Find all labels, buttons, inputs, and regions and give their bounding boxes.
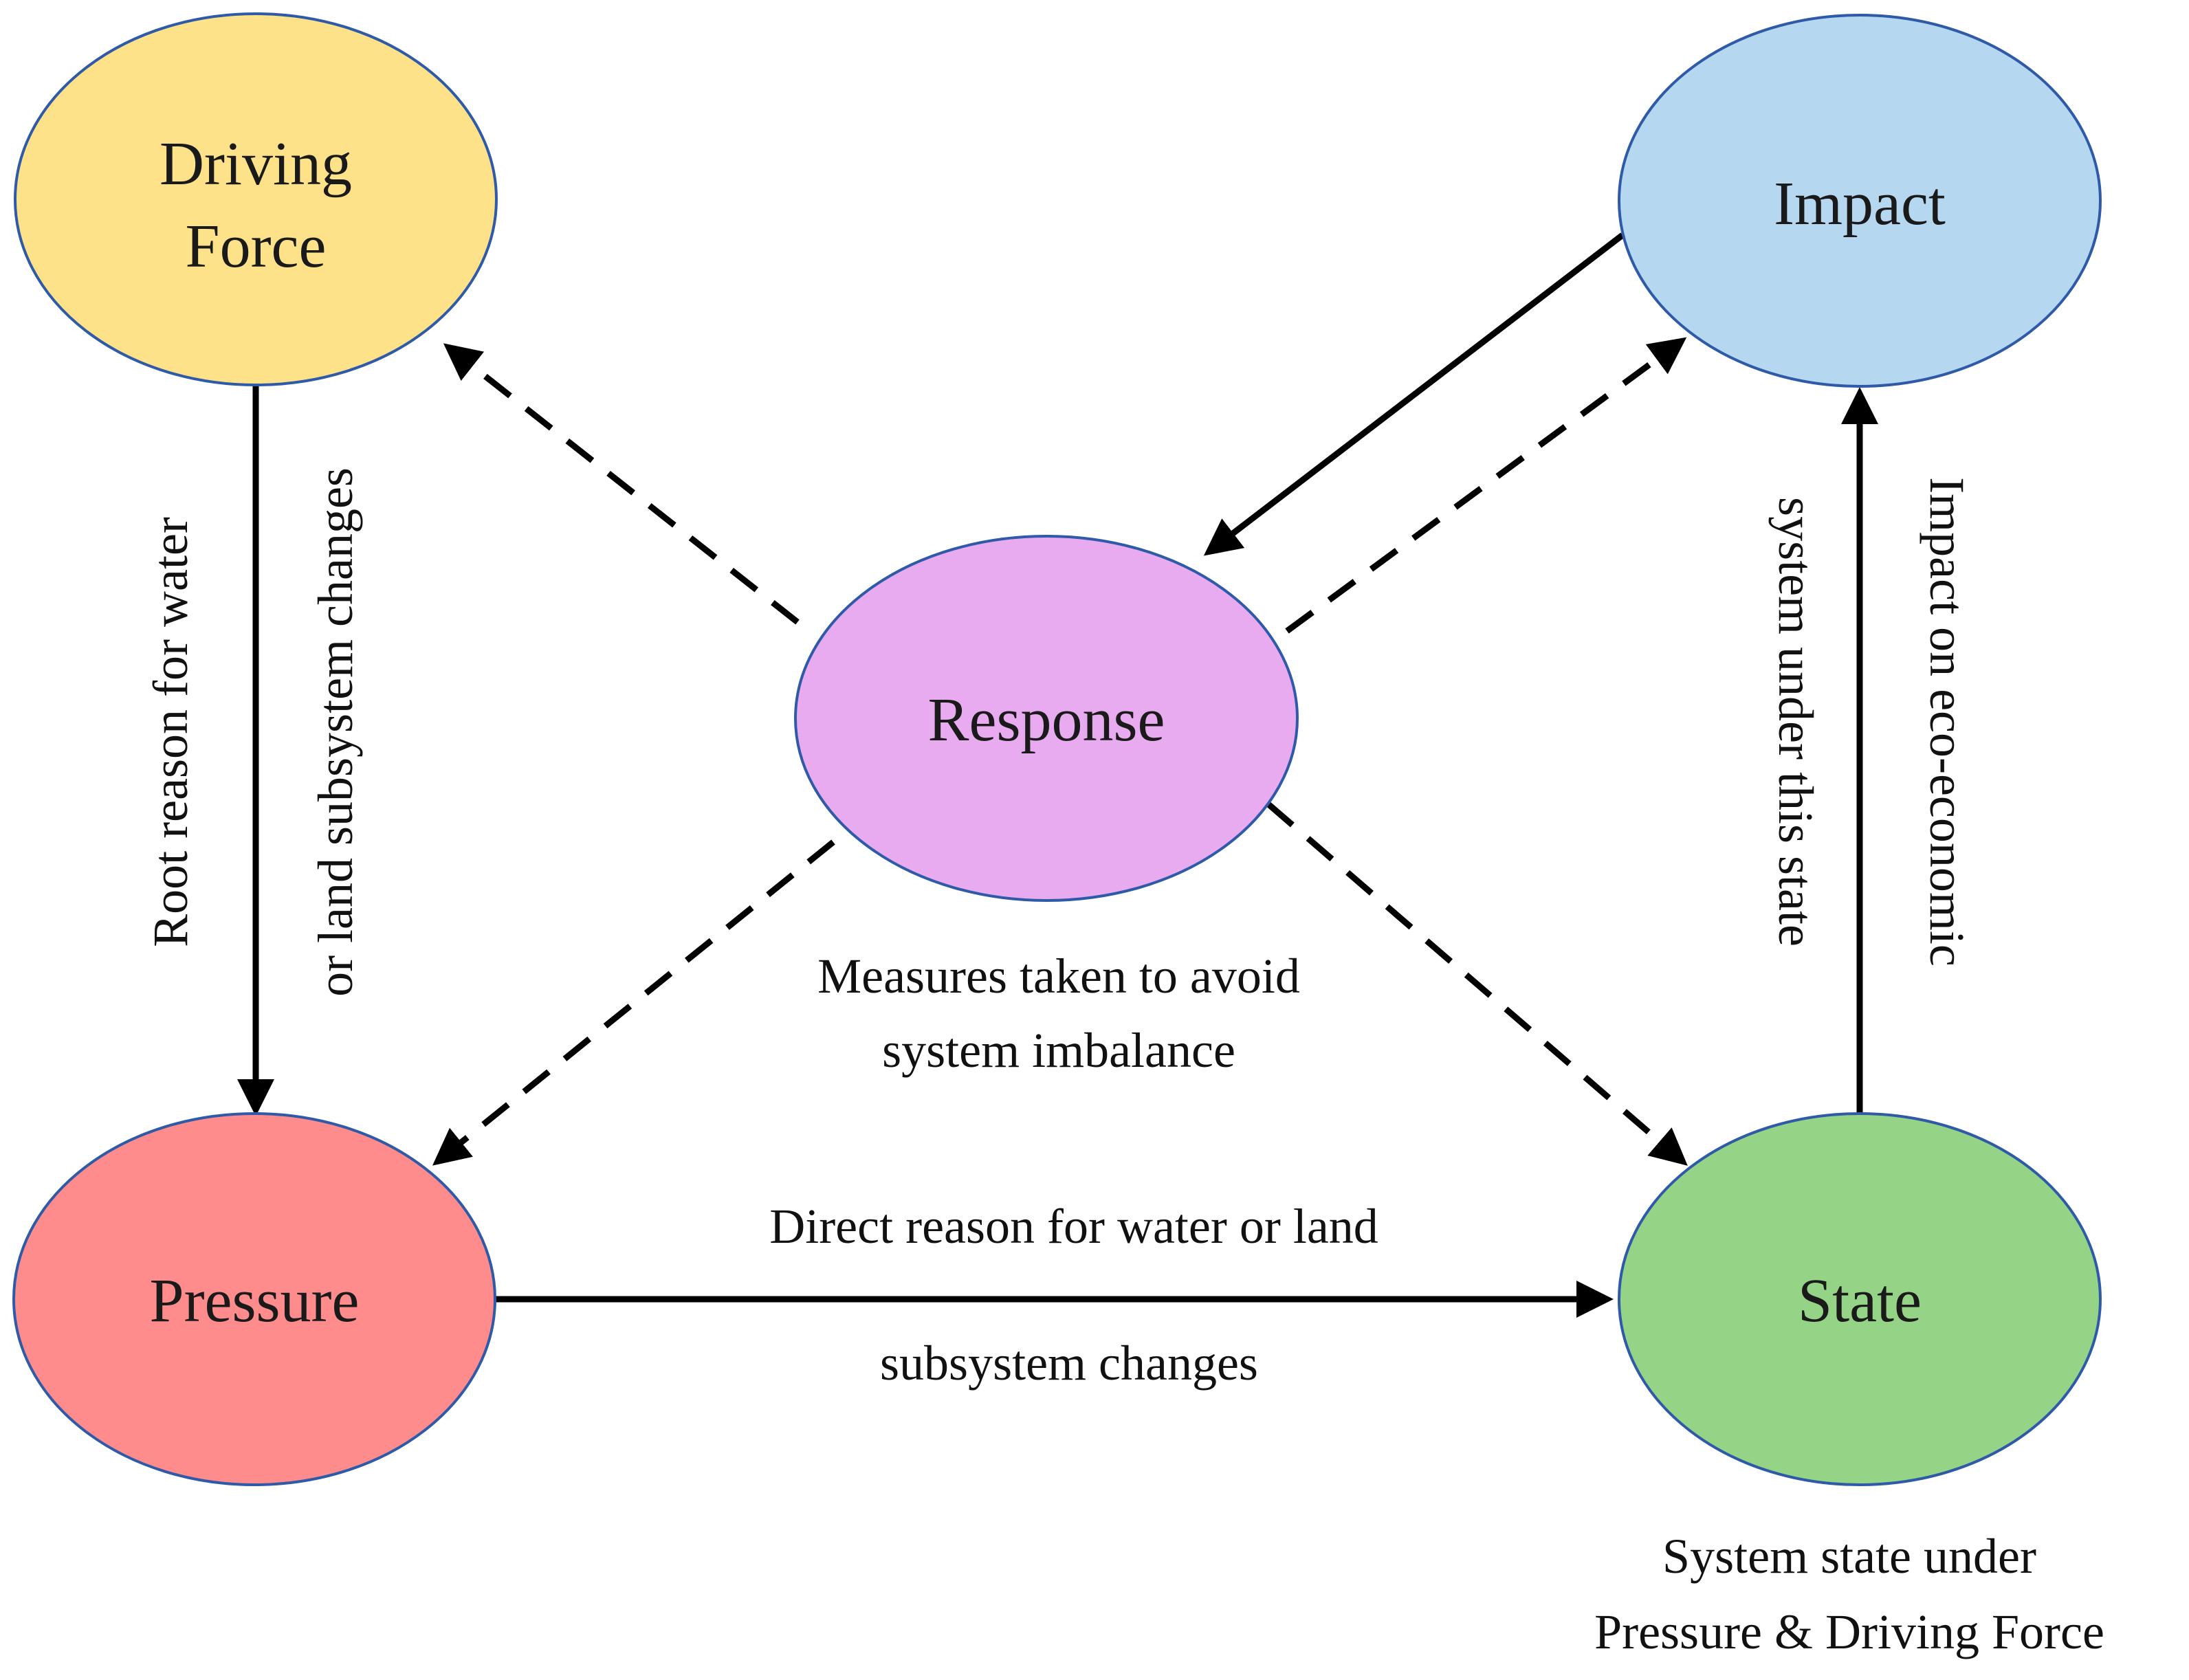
node-state: State	[1618, 1112, 2102, 1486]
edge-label-driving-to-pressure-2: or land subsystem changes	[308, 467, 363, 997]
response-note-line1: Measures taken to avoid	[817, 949, 1300, 1004]
edge-label-state-to-impact-2: system under this state	[1768, 497, 1823, 947]
state-to-impact-line2: system under this state	[1768, 497, 1823, 947]
driving-force-label-line1: Driving	[160, 130, 352, 198]
state-note-line1: System state under	[1662, 1529, 2036, 1584]
node-driving-force: Driving Force	[14, 12, 498, 386]
pressure-to-state-line2: subsystem changes	[880, 1336, 1258, 1391]
dashed-arrow-response-to-impact	[1285, 337, 1687, 634]
edge-label-driving-to-pressure: Root reason for water	[143, 517, 198, 947]
node-response: Response	[794, 535, 1299, 902]
state-to-impact-line1: Impact on eco-economic	[1920, 477, 1974, 966]
state-label: State	[1798, 1267, 1922, 1335]
node-pressure: Pressure	[12, 1112, 496, 1486]
node-impact: Impact	[1618, 14, 2102, 388]
dashed-arrow-response-to-driving	[443, 343, 800, 625]
arrow-impact-to-response	[1203, 232, 1625, 556]
state-note-line2: Pressure & Driving Force	[1594, 1604, 2104, 1659]
response-label: Response	[928, 686, 1165, 754]
driving-force-ellipse	[14, 12, 498, 386]
pressure-label: Pressure	[150, 1267, 360, 1335]
response-ellipse	[794, 535, 1299, 902]
response-note-line2: system imbalance	[882, 1023, 1235, 1078]
state-ellipse	[1618, 1112, 2102, 1486]
dashed-arrow-response-to-pressure	[432, 839, 835, 1166]
driving-force-label-line2: Force	[186, 212, 327, 280]
impact-label: Impact	[1774, 170, 1946, 238]
driving-to-pressure-line1: Root reason for water	[143, 517, 198, 947]
pressure-to-state-line1: Direct reason for water or land	[769, 1199, 1378, 1254]
dashed-arrow-response-to-state	[1266, 802, 1688, 1166]
driving-to-pressure-line2: or land subsystem changes	[308, 467, 363, 997]
pressure-ellipse	[12, 1112, 496, 1486]
edge-label-state-to-impact: Impact on eco-economic	[1920, 477, 1974, 966]
impact-ellipse	[1618, 14, 2102, 388]
